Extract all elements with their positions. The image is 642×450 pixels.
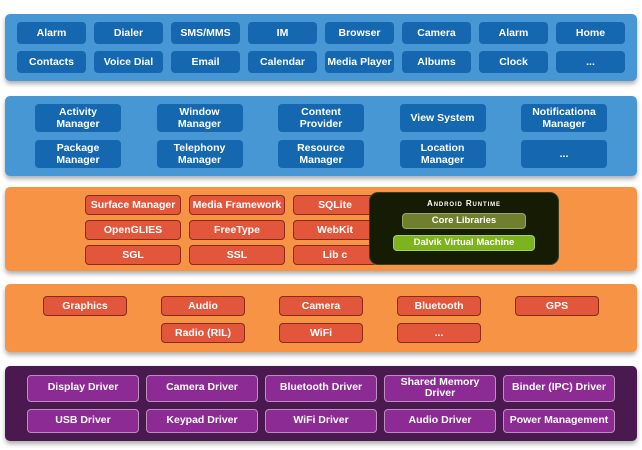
application-item: SMS/MMS bbox=[171, 22, 240, 44]
library-item: FreeType bbox=[189, 220, 285, 240]
application-item: Dialer bbox=[94, 22, 163, 44]
application-item: Media Player bbox=[325, 51, 394, 73]
application-item: IM bbox=[248, 22, 317, 44]
application-item: Browser bbox=[325, 22, 394, 44]
framework-item: Content Provider bbox=[278, 104, 364, 132]
hardware-libraries-layer: Graphics Audio Camera Bluetooth GPS Radio (RI… bbox=[5, 284, 637, 352]
framework-item: Resource Manager bbox=[278, 140, 364, 168]
kernel-driver-item: Audio Driver bbox=[384, 408, 496, 433]
application-item: Alarm bbox=[479, 22, 548, 44]
android-runtime-box: Android Runtime Core Libraries Dalvik Vi… bbox=[369, 192, 559, 265]
library-item: SGL bbox=[85, 245, 181, 265]
framework-item: Notificationa Manager bbox=[521, 104, 607, 132]
kernel-driver-item: Bluetooth Driver bbox=[265, 374, 377, 402]
application-item: Clock bbox=[479, 51, 548, 73]
hardware-library-item: Bluetooth bbox=[397, 296, 481, 316]
hardware-library-item: WiFi bbox=[279, 323, 363, 343]
framework-item: Window Manager bbox=[156, 104, 243, 132]
framework-row-1: Activity Manager Window Manager Content Pr… bbox=[35, 104, 607, 132]
hardware-library-item: Radio (RIL) bbox=[161, 323, 245, 343]
framework-item: Package Manager bbox=[35, 140, 121, 168]
application-framework-layer: Activity Manager Window Manager Content Pr… bbox=[5, 96, 637, 176]
hardware-library-item: Graphics bbox=[43, 296, 127, 316]
library-item: WebKit bbox=[293, 220, 377, 240]
library-item: Surface Manager bbox=[85, 195, 181, 215]
framework-item: ... bbox=[521, 140, 607, 168]
application-item: Email bbox=[171, 51, 240, 73]
application-item: Contacts bbox=[17, 51, 86, 73]
hardware-library-item: ... bbox=[397, 323, 481, 343]
framework-item: View System bbox=[399, 104, 486, 132]
applications-layer: Alarm Dialer SMS/MMS IM Browser Camera Alarm Ho… bbox=[5, 14, 637, 81]
framework-item: Location Manager bbox=[399, 140, 486, 168]
hardware-library-item: Camera bbox=[279, 296, 363, 316]
library-item: OpenGLIES bbox=[85, 220, 181, 240]
kernel-driver-item: WiFi Driver bbox=[265, 408, 377, 433]
kernel-driver-item: USB Driver bbox=[27, 408, 139, 433]
kernel-driver-item: Power Management bbox=[503, 408, 615, 433]
hardware-library-item: Audio bbox=[161, 296, 245, 316]
library-item: Media Framework bbox=[189, 195, 285, 215]
dalvik-virtual-machine-item: Dalvik Virtual Machine bbox=[393, 235, 535, 251]
application-item: Camera bbox=[402, 22, 471, 44]
kernel-driver-item: Display Driver bbox=[27, 374, 139, 402]
kernel-driver-item: Binder (IPC) Driver bbox=[503, 374, 615, 402]
application-item: Calendar bbox=[248, 51, 317, 73]
applications-row-2: Contacts Voice Dial Email Calendar Media Pla… bbox=[17, 51, 625, 73]
hardware-library-item: GPS bbox=[515, 296, 599, 316]
framework-item: Telephony Manager bbox=[156, 140, 243, 168]
applications-row-1: Alarm Dialer SMS/MMS IM Browser Camera Alarm Ho… bbox=[17, 22, 625, 44]
hardware-libraries-grid: Graphics Audio Camera Bluetooth GPS Radio (RI… bbox=[5, 284, 637, 343]
android-runtime-title: Android Runtime bbox=[427, 199, 501, 208]
library-item: Lib c bbox=[293, 245, 377, 265]
framework-row-2: Package Manager Telephony Manager Resource… bbox=[35, 140, 607, 168]
framework-item: Activity Manager bbox=[35, 104, 121, 132]
application-item: Home bbox=[556, 22, 625, 44]
application-item: Alarm bbox=[17, 22, 86, 44]
kernel-row-2: USB Driver Keypad Driver WiFi Driver Audio … bbox=[27, 408, 615, 433]
application-item: ... bbox=[556, 51, 625, 73]
kernel-driver-item: Camera Driver bbox=[146, 374, 258, 402]
library-item: SSL bbox=[189, 245, 285, 265]
kernel-driver-item: Shared Memory Driver bbox=[384, 374, 496, 402]
application-item: Voice Dial bbox=[94, 51, 163, 73]
kernel-driver-item: Keypad Driver bbox=[146, 408, 258, 433]
library-item: SQLite bbox=[293, 195, 377, 215]
core-libraries-item: Core Libraries bbox=[402, 213, 526, 229]
application-item: Albums bbox=[402, 51, 471, 73]
